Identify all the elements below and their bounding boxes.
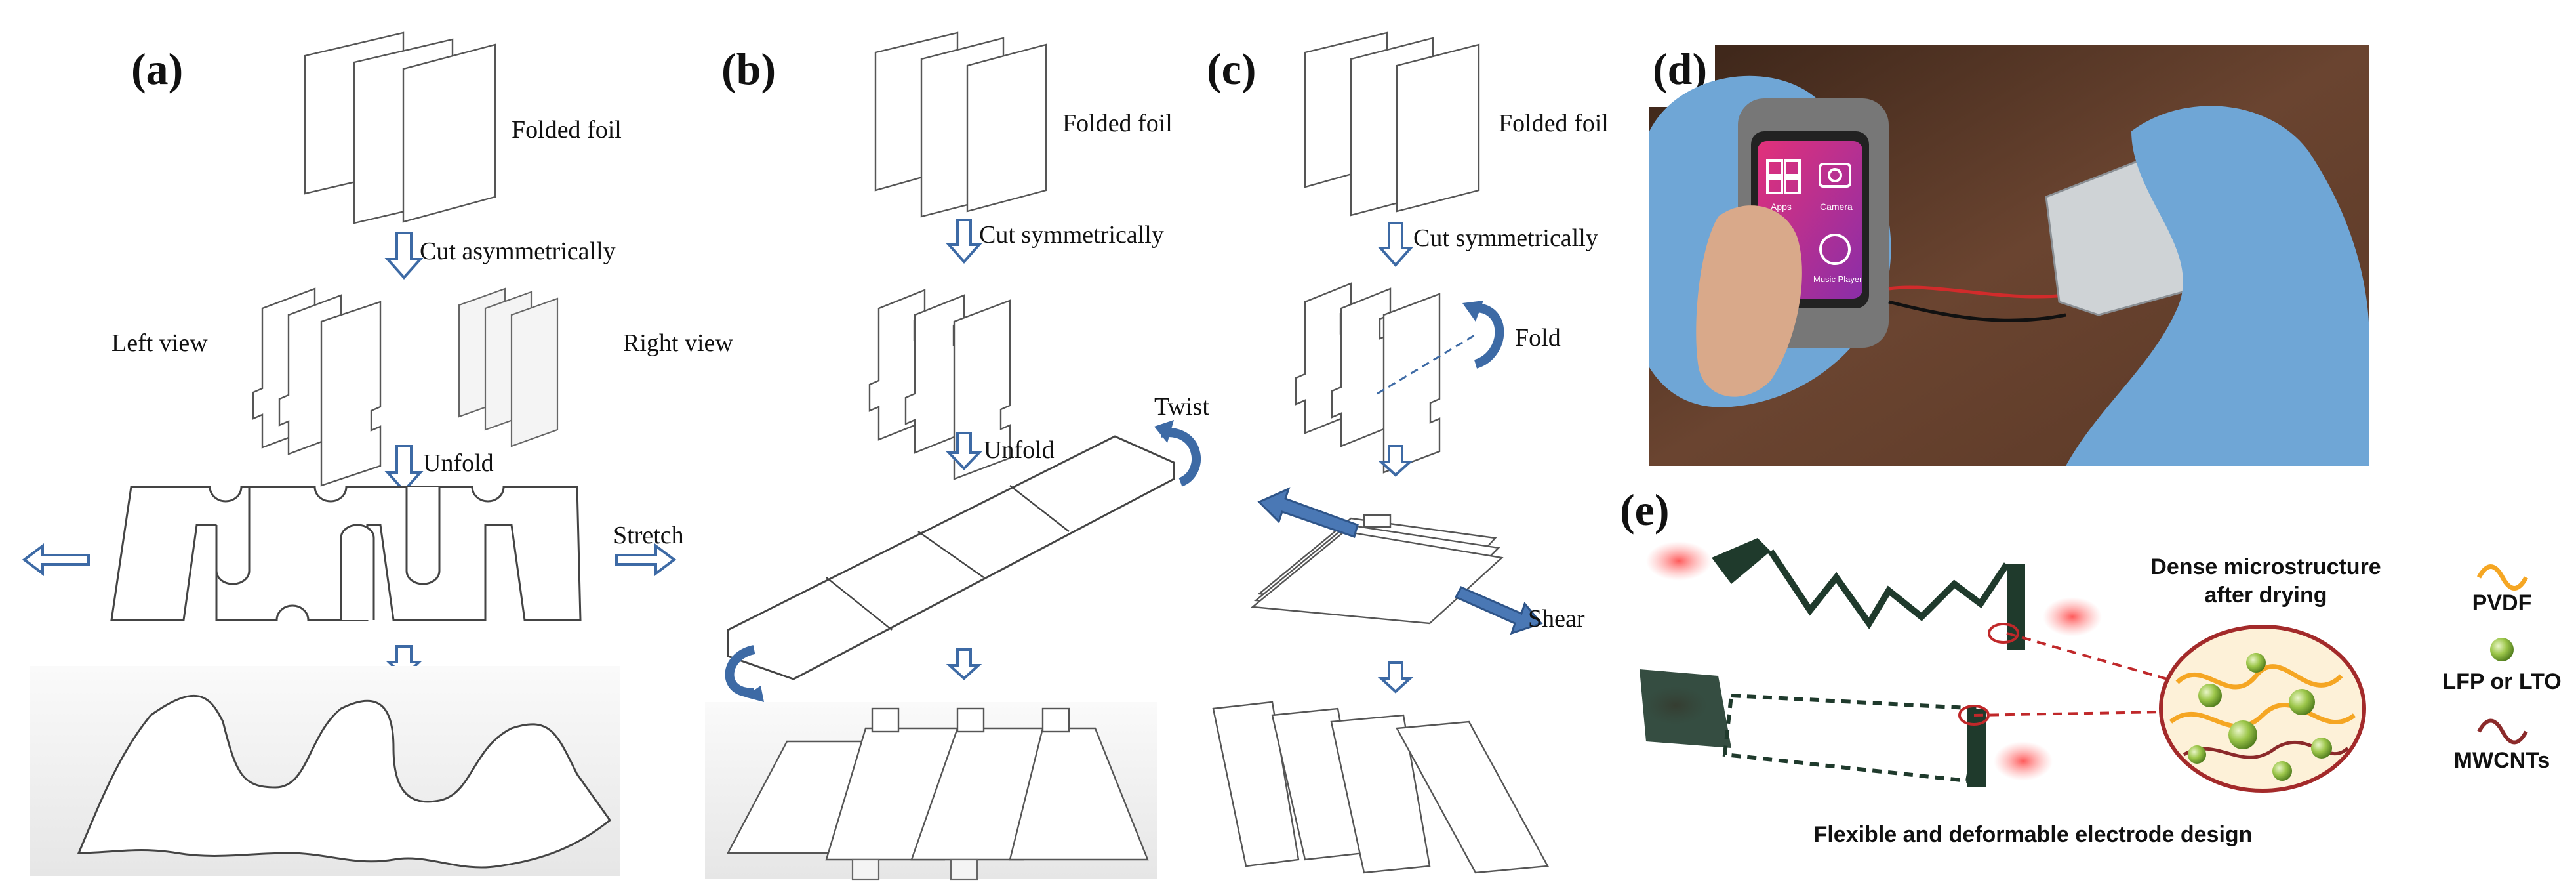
sheared-render bbox=[1212, 701, 1549, 874]
down-arrow-icon bbox=[946, 648, 982, 680]
right-view-label: Right view bbox=[623, 329, 733, 357]
unfold-label: Unfold bbox=[984, 436, 1055, 464]
watch-camera-label: Camera bbox=[1820, 201, 1853, 212]
red-wire bbox=[1888, 285, 2066, 299]
fold-label: Fold bbox=[1515, 324, 1561, 352]
zoom-marker bbox=[1958, 705, 1990, 726]
microstructure-title-2: after drying bbox=[2204, 583, 2327, 608]
twist-label: Twist bbox=[1154, 393, 1209, 421]
arrowhead bbox=[1154, 420, 1174, 443]
fold-arrow-icon bbox=[1468, 303, 1504, 369]
down-arrow-icon bbox=[1377, 222, 1414, 268]
unfold-label: Unfold bbox=[423, 449, 494, 477]
down-arrow-icon bbox=[946, 219, 982, 264]
down-arrow-icon bbox=[1377, 445, 1414, 477]
slot bbox=[340, 524, 375, 620]
legend-mwcnts: MWCNTs bbox=[2454, 748, 2550, 773]
zigzag-electrode bbox=[1712, 538, 2025, 650]
apps-icon bbox=[1766, 159, 1801, 194]
legend: PVDF LFP or LTO MWCNTs bbox=[2442, 564, 2562, 773]
sheared-stack bbox=[1250, 514, 1504, 625]
zoom-connector bbox=[1973, 711, 2165, 717]
stretch-label: Stretch bbox=[613, 522, 684, 549]
stretched-serpentine bbox=[77, 695, 612, 869]
watch-apps-label: Apps bbox=[1771, 201, 1792, 212]
down-arrow-icon bbox=[384, 232, 424, 280]
left-view-label: Left view bbox=[111, 329, 208, 357]
panel-e-label: (e) bbox=[1620, 485, 1669, 535]
mesh-electrode bbox=[1640, 669, 1986, 787]
panel-e: (e) Dense microstructure after drying bbox=[1620, 485, 2562, 847]
twist-arrow-icon bbox=[1159, 428, 1201, 487]
shear-arrow-icon bbox=[1454, 586, 1543, 635]
slot bbox=[215, 487, 251, 585]
microstructure-ellipse bbox=[2159, 625, 2366, 793]
zoom-connector bbox=[2006, 632, 2191, 687]
twisted-chain-render bbox=[727, 707, 1149, 881]
camera-icon bbox=[1819, 163, 1851, 188]
fold-line bbox=[1377, 333, 1476, 395]
sphere-icon bbox=[2490, 638, 2514, 661]
cut-label: Cut symmetrically bbox=[1413, 224, 1598, 252]
shear-arrow-icon bbox=[1257, 487, 1359, 538]
panel-b: (b) Folded foil Cut symmetrically Unfold… bbox=[705, 31, 1209, 881]
folded-foil-sheets bbox=[304, 31, 496, 224]
folded-foil-sheets bbox=[874, 31, 1047, 218]
slot bbox=[405, 487, 441, 585]
folded-foil-label: Folded foil bbox=[1499, 110, 1609, 137]
cut-label: Cut asymmetrically bbox=[420, 238, 616, 265]
down-arrow-icon bbox=[1377, 661, 1414, 694]
music-icon bbox=[1819, 234, 1851, 265]
legend-lfp: LFP or LTO bbox=[2442, 669, 2561, 694]
cut-sheets bbox=[1295, 282, 1441, 474]
panel-a: (a) Folded foil Cut asymmetrically Left … bbox=[22, 31, 733, 876]
down-arrow-icon bbox=[384, 445, 424, 493]
wave-icon bbox=[2476, 564, 2529, 591]
legend-pvdf: PVDF bbox=[2472, 591, 2532, 615]
panel-d: (d) Apps Camera Music Player bbox=[1649, 44, 2369, 466]
microstructure-title-1: Dense microstructure bbox=[2150, 554, 2381, 579]
unfolded-chain bbox=[727, 435, 1175, 680]
left-arrow-icon bbox=[22, 543, 90, 576]
wave-icon bbox=[2477, 718, 2528, 745]
right-glove bbox=[2066, 106, 2369, 466]
panel-b-label: (b) bbox=[721, 44, 776, 94]
finger bbox=[1696, 205, 1802, 397]
folded-foil-label: Folded foil bbox=[1062, 110, 1173, 137]
folded-foil-label: Folded foil bbox=[512, 116, 622, 144]
right-arrow-icon bbox=[615, 543, 677, 576]
folded-foil-sheets bbox=[1304, 31, 1480, 217]
panel-a-label: (a) bbox=[131, 44, 183, 94]
arrowhead bbox=[1462, 301, 1483, 322]
panel-e-caption: Flexible and deformable electrode design bbox=[1814, 822, 2253, 847]
right-view-sheets bbox=[458, 287, 559, 448]
down-arrow-icon bbox=[946, 432, 982, 470]
shear-label: Shear bbox=[1528, 605, 1585, 633]
panel-c-label: (c) bbox=[1207, 44, 1256, 94]
black-wire bbox=[1888, 300, 2066, 322]
arrowhead bbox=[744, 686, 764, 702]
panel-c: (c) Folded foil Cut symmetrically Fold bbox=[1207, 31, 1609, 874]
left-view-sheets bbox=[252, 287, 382, 487]
zoom-marker bbox=[1988, 623, 2019, 644]
watch-music-label: Music Player bbox=[1813, 274, 1862, 284]
twist-arrow-icon bbox=[725, 645, 755, 697]
cut-label: Cut symmetrically bbox=[979, 221, 1164, 249]
panel-d-label: (d) bbox=[1653, 44, 1707, 94]
